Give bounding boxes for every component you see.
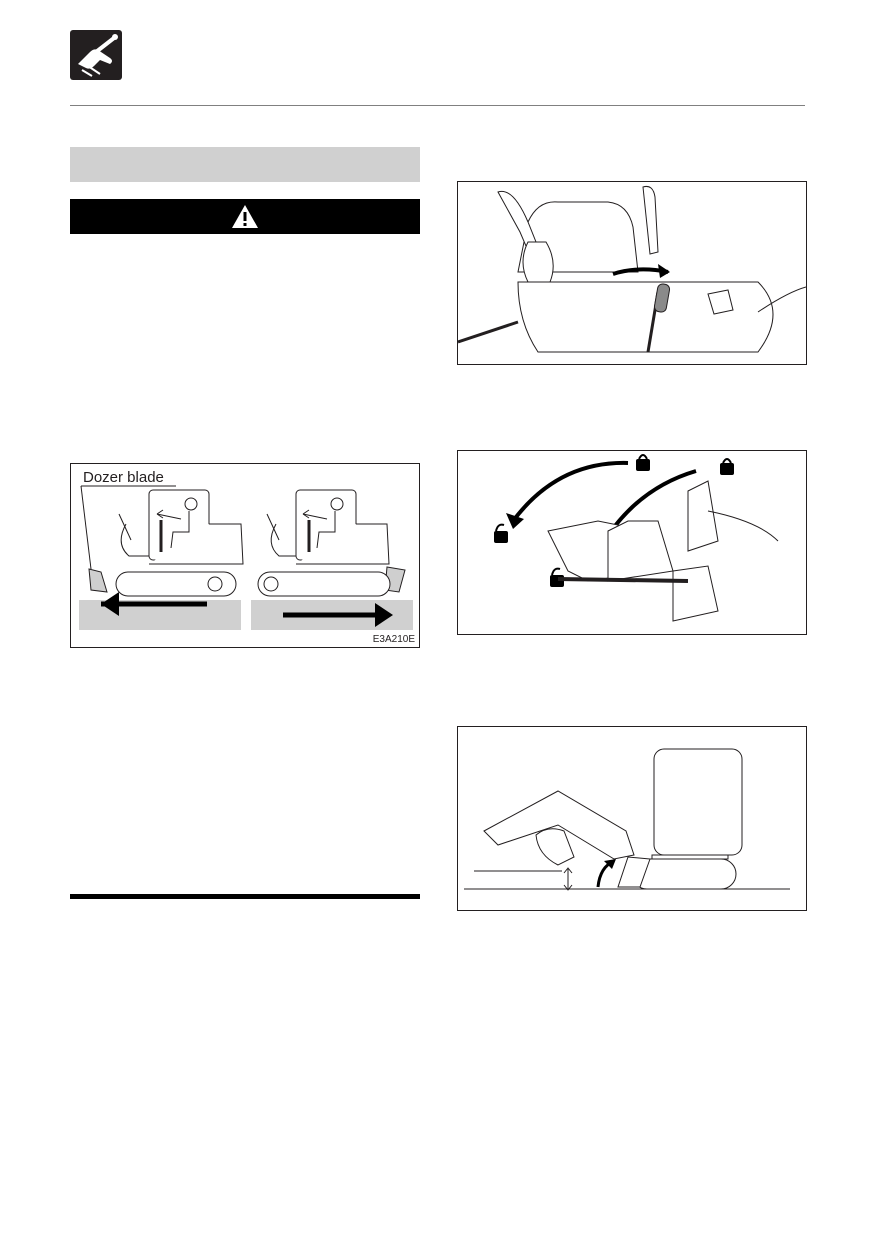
section-end-rule bbox=[70, 894, 420, 899]
lock-closed-icon bbox=[720, 458, 734, 475]
lock-closed-icon bbox=[636, 454, 650, 471]
figure-excavator-lowered bbox=[457, 726, 807, 911]
lock-open-icon bbox=[494, 523, 508, 543]
warning-bar bbox=[70, 199, 420, 234]
figure-lock-lever bbox=[457, 450, 807, 635]
hand-operating-lever-icon bbox=[70, 30, 122, 80]
figure-travel-lever bbox=[457, 181, 807, 365]
header-rule bbox=[70, 105, 805, 106]
dozer-blade-label: Dozer blade bbox=[83, 469, 164, 486]
figure-dozer-blade: Dozer blade E3A210E bbox=[70, 463, 420, 648]
section-title-bar bbox=[70, 147, 420, 182]
warning-triangle-icon bbox=[232, 205, 258, 228]
figure-code: E3A210E bbox=[372, 634, 415, 645]
